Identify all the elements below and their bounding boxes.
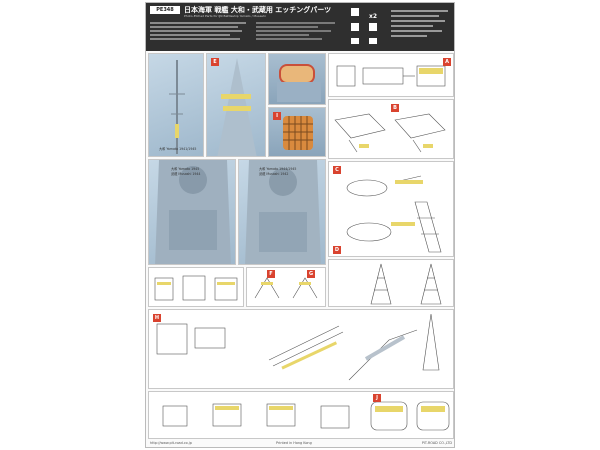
grille-photo: I <box>268 107 326 157</box>
step-j-tag: J <box>373 394 381 402</box>
step-f-tag: F <box>267 270 275 278</box>
version-label: 大和 Yamato 1945 <box>171 167 200 171</box>
deck-photo-right: 大和 Yamato 1944/1945 武蔵 Musashi 1942 <box>238 159 326 265</box>
tower-photo: E <box>206 53 266 157</box>
remove-icon <box>369 38 377 44</box>
ladder-drawing <box>154 275 238 301</box>
version-label: 武蔵 Musashi 1942 <box>259 172 289 176</box>
footer-printed: Printed in Hong Kong <box>276 441 312 445</box>
product-code: PE348 <box>150 6 180 14</box>
step-i-tag: I <box>273 112 281 120</box>
step-j-drawing <box>162 401 450 431</box>
symbol-legend: x2 <box>351 8 387 48</box>
deck-photo-left: 大和 Yamato 1945 武蔵 Musashi 1944 <box>148 159 236 265</box>
bend-icon <box>351 23 359 31</box>
step-a-tag: A <box>443 58 451 66</box>
step-d-tag: D <box>333 246 341 254</box>
cut-icon <box>351 8 359 16</box>
lattice-panel <box>328 259 454 307</box>
version-label: 大和 Yamato 1944/1945 <box>259 167 297 171</box>
instruction-sheet: PE348 日本海軍 戦艦 大和・武蔵用 エッチングパーツ Photo-Etch… <box>145 2 455 448</box>
step-c-drawing <box>346 175 442 253</box>
mast-photo: 大和 Yamato 1941/1945 <box>148 53 204 157</box>
footer-copyright: PIT-ROAD CO.,LTD <box>421 441 452 445</box>
step-b-tag: B <box>391 104 399 112</box>
tower-drawing <box>217 58 257 156</box>
footer: http://www.pit-road.co.jp Printed in Hon… <box>146 439 454 447</box>
lattice-drawing <box>370 263 442 305</box>
step-c-tag: C <box>333 166 341 174</box>
step-fg-drawing <box>254 277 318 299</box>
step-b-panel: B <box>328 99 454 159</box>
footer-url: http://www.pit-road.co.jp <box>150 441 192 445</box>
step-h-tag: H <box>153 314 161 322</box>
step-f-g-panel: F G <box>246 267 326 307</box>
fold-icon <box>369 23 377 31</box>
deck-left-drawing <box>155 160 231 264</box>
deck-right-drawing <box>245 160 321 264</box>
instruction-notes <box>150 20 250 48</box>
step-c-panel: C D <box>328 161 454 257</box>
step-h-panel: H <box>148 309 454 389</box>
funnel-drawing <box>277 64 321 102</box>
version-label: 大和 Yamato 1941/1945 <box>159 147 197 151</box>
step-e-tag: E <box>211 58 219 66</box>
step-j-panel: J <box>148 391 454 439</box>
caution-text <box>391 7 451 47</box>
glue-icon <box>351 38 359 44</box>
tool-notes <box>256 20 344 48</box>
mast-drawing <box>169 60 185 154</box>
version-label: 武蔵 Musashi 1944 <box>171 172 201 176</box>
step-a-panel: A <box>328 53 454 97</box>
step-h-drawing <box>156 313 440 381</box>
multiplier-label: x2 <box>369 13 378 20</box>
step-b-drawing <box>334 113 446 153</box>
funnel-photo <box>268 53 326 105</box>
step-a-drawing <box>336 65 446 87</box>
sheet-subtitle: Photo-Etched Parts for IJN Battleship Ya… <box>184 14 266 18</box>
step-g-tag: G <box>307 270 315 278</box>
sheet-title: 日本海軍 戦艦 大和・武蔵用 エッチングパーツ <box>184 6 332 14</box>
step-ladder-panel <box>148 267 244 307</box>
header-bar: PE348 日本海軍 戦艦 大和・武蔵用 エッチングパーツ Photo-Etch… <box>146 3 454 51</box>
grille-drawing <box>283 116 313 150</box>
